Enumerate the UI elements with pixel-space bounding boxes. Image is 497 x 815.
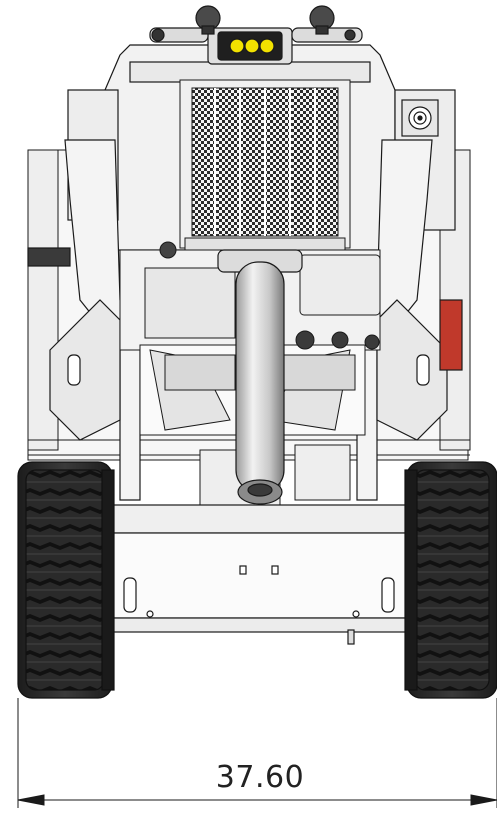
radiator-grille [179, 79, 351, 251]
light-bar [149, 5, 363, 65]
left-tire [17, 461, 115, 699]
dimension-annotation [17, 698, 497, 808]
lift-arms [27, 139, 463, 501]
dimension-label: 37.60 [215, 760, 305, 795]
front-plate [111, 504, 409, 645]
hydraulic-cylinder [217, 249, 303, 505]
side-gauge-icon [401, 99, 439, 137]
beacon-light-icon [259, 38, 275, 54]
beacon-light-icon [244, 38, 260, 54]
beacon-light-icon [229, 38, 245, 54]
right-tire [404, 461, 497, 699]
arrowhead-right-icon [470, 794, 497, 806]
arrowhead-left-icon [17, 794, 45, 806]
